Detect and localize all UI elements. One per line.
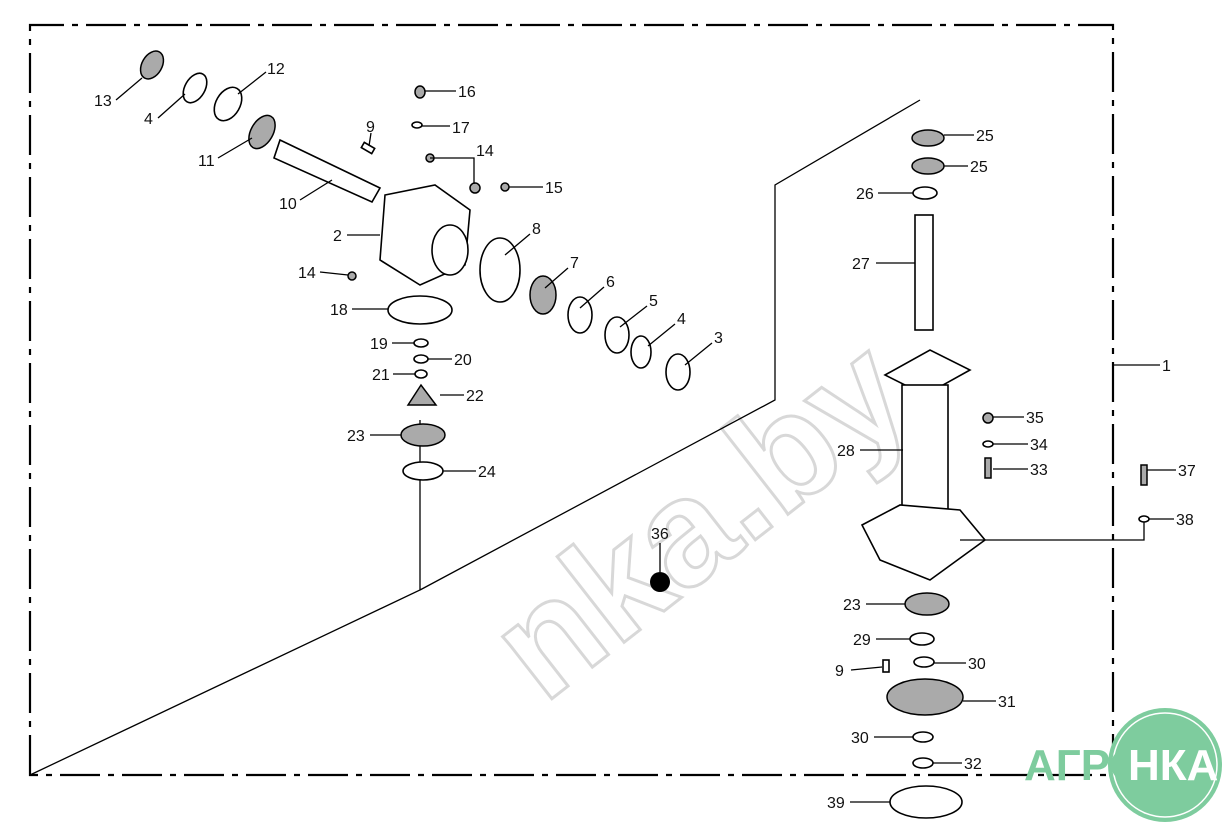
watermark: nka.by	[460, 305, 938, 730]
callout-25b: 25	[970, 159, 988, 176]
callout-39: 39	[827, 795, 845, 812]
callout-6: 6	[606, 274, 615, 291]
callout-10: 10	[279, 196, 297, 213]
callout-38: 38	[1176, 512, 1194, 529]
callout-33: 33	[1030, 462, 1048, 479]
callout-18: 18	[330, 302, 348, 319]
callout-23: 23	[347, 428, 365, 445]
svg-text:НКА: НКА	[1128, 741, 1218, 790]
grease-nipple-36	[650, 572, 670, 592]
callout-labels: 13 4 12 11 9 10 16 17 14 15 2 8 14 7 6 5…	[94, 61, 1196, 812]
callout-3: 3	[714, 330, 723, 347]
agronka-logo: АГРО НКА	[1024, 708, 1222, 822]
callout-20: 20	[454, 352, 472, 369]
callout-1: 1	[1162, 358, 1171, 375]
callout-26: 26	[856, 186, 874, 203]
callout-9b: 9	[835, 663, 844, 680]
callout-25: 25	[976, 128, 994, 145]
callout-19: 19	[370, 336, 388, 353]
callout-7: 7	[570, 255, 579, 272]
callout-12: 12	[267, 61, 285, 78]
callout-34: 34	[1030, 437, 1048, 454]
callout-4: 4	[144, 111, 153, 128]
callout-16: 16	[458, 84, 476, 101]
callout-37: 37	[1178, 463, 1196, 480]
column-parts	[650, 129, 1150, 819]
callout-23b: 23	[843, 597, 861, 614]
callout-36: 36	[651, 526, 669, 543]
callout-27: 27	[852, 256, 870, 273]
callout-17: 17	[452, 120, 470, 137]
leader-lines	[115, 71, 1176, 803]
callout-30b: 30	[851, 730, 869, 747]
callout-15: 15	[545, 180, 563, 197]
callout-14b: 14	[298, 265, 316, 282]
callout-24: 24	[478, 464, 496, 481]
callout-14: 14	[476, 143, 494, 160]
callout-13: 13	[94, 93, 112, 110]
svg-text:АГРО: АГРО	[1024, 741, 1144, 790]
callout-4b: 4	[677, 311, 686, 328]
callout-5: 5	[649, 293, 658, 310]
callout-21: 21	[372, 367, 390, 384]
callout-35: 35	[1026, 410, 1044, 427]
callout-11: 11	[198, 153, 215, 170]
callout-2: 2	[333, 228, 342, 245]
callout-9: 9	[366, 119, 375, 136]
callout-8: 8	[532, 221, 541, 238]
lower-gear-parts	[387, 295, 453, 481]
input-shaft-parts	[139, 50, 382, 204]
callout-22: 22	[466, 388, 484, 405]
callout-29: 29	[853, 632, 871, 649]
assembly-frame	[28, 23, 1115, 777]
callout-32: 32	[964, 756, 982, 773]
callout-30: 30	[968, 656, 986, 673]
callout-28: 28	[837, 443, 855, 460]
callout-31: 31	[998, 694, 1016, 711]
bevel-gear-parts	[479, 237, 691, 391]
